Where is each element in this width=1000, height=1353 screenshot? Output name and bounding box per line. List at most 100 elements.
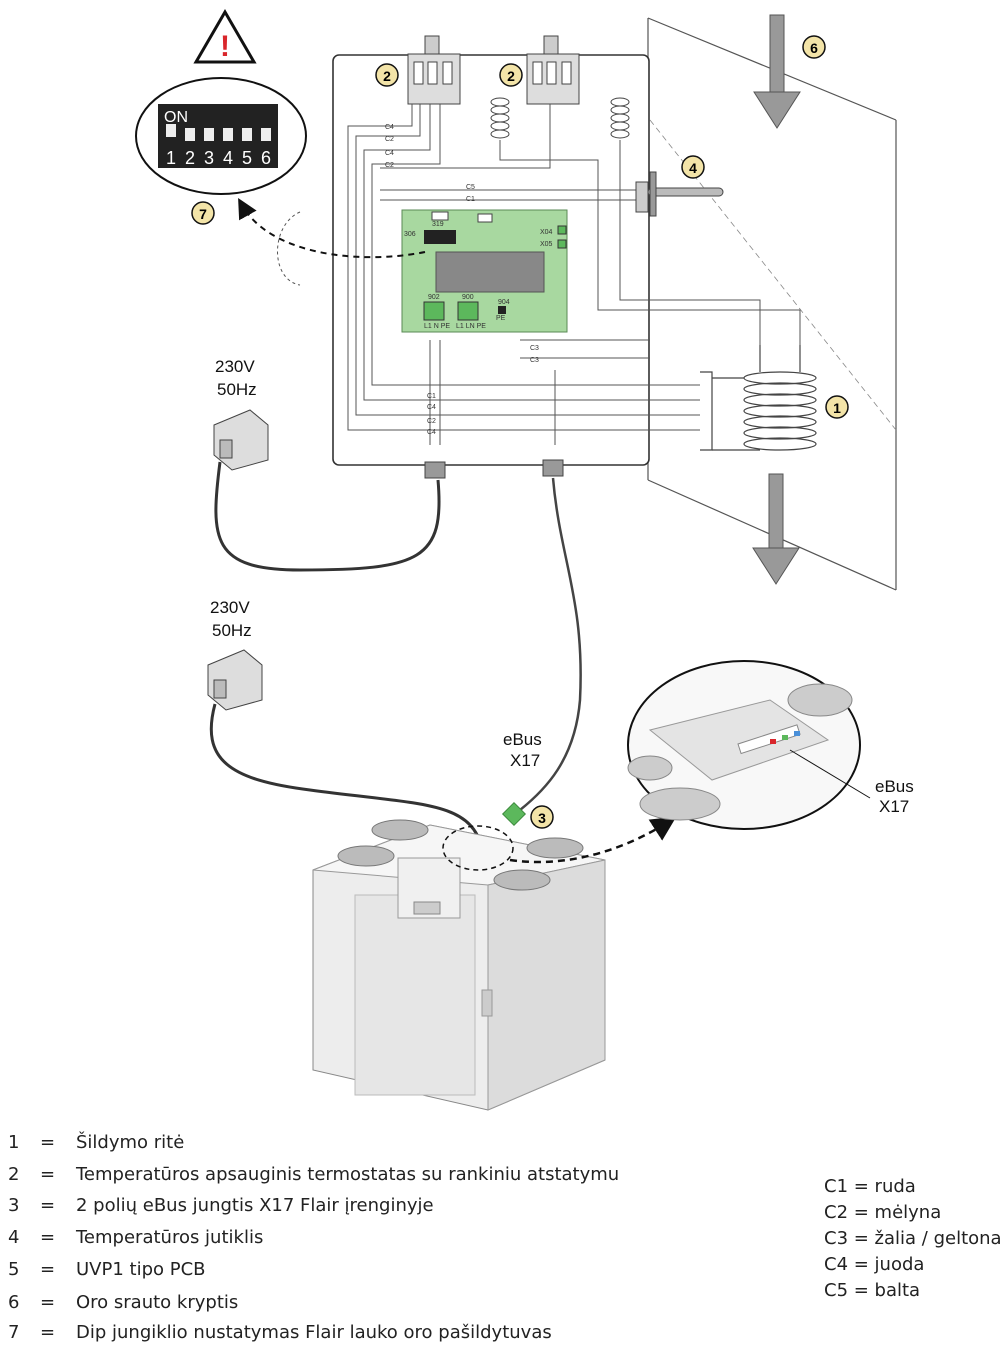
legend-equals: = [40,1195,56,1216]
ebus-zoom [627,660,871,830]
ebus-port-label: X17 [510,751,540,770]
legend-equals: = [40,1292,56,1313]
callout-thermostat: 2 [499,63,523,87]
svg-text:2: 2 [383,68,391,84]
ebus-highlight-circle [442,825,514,871]
legend-text: Temperatūros apsauginis termostatas su r… [76,1164,620,1185]
pcb-label: X05 [540,241,553,248]
callout-airflow: 6 [802,35,826,59]
rotation-hint-arrow [277,211,301,286]
dip-number: 5 [242,148,252,168]
svg-text:!: ! [220,30,230,63]
wire-label: C4 [385,150,394,157]
svg-text:1: 1 [833,400,841,416]
legend-text: UVP1 tipo PCB [76,1259,206,1280]
ebus-label: eBus [503,730,542,749]
wire-code: C5 = balta [824,1280,921,1301]
dip-number: 6 [261,148,271,168]
internal-wiring [347,104,801,445]
capillary-spring-right [610,97,630,139]
wire-labels: C4 C2 C4 C2 C5 C1 C3 C3 C1 C4 C2 C4 [385,124,539,436]
svg-text:7: 7 [199,206,207,222]
wire-label: C3 [530,345,539,352]
pcb-label: 306 [404,231,416,238]
legend-text: 2 polių eBus jungtis X17 Flair įrenginyj… [76,1195,434,1216]
dip-number: 4 [223,148,233,168]
thermostat-left [407,35,461,105]
pcb-label: 904 [498,299,510,306]
wire-label: C2 [385,136,394,143]
dip-zoom-arrow [238,198,426,259]
pcb-board: 319 306 X04 X05 902 900 904 L1 N PE L1 L… [401,209,568,333]
wire-label: C5 [466,184,475,191]
legend-equals: = [40,1132,56,1153]
pcb-label: 902 [428,294,440,301]
ebus-zoom-port-label: X17 [879,797,909,816]
svg-text:6: 6 [810,40,818,56]
legend-equals: = [40,1164,56,1185]
wire-label: C2 [427,418,436,425]
cable-gland-right [542,459,564,477]
thermostat-right [526,35,580,105]
legend-number: 1 [8,1132,20,1153]
legend-text: Temperatūros jutiklis [76,1227,264,1248]
wire-code: C3 = žalia / geltona [824,1228,1000,1249]
pcb-terminal-label: L1 LN PE [456,323,486,330]
legend-text: Oro srauto kryptis [76,1292,239,1313]
heating-coil [700,345,817,451]
ebus-zoom-label: eBus [875,777,914,796]
legend-equals: = [40,1227,56,1248]
callout-temperature-sensor: 4 [681,155,705,179]
wire-code: C4 = juoda [824,1254,925,1275]
svg-text:2: 2 [507,68,515,84]
pcb-label: X04 [540,229,553,236]
dip-on-label: ON [164,109,188,126]
callout-heating-coil: 1 [825,395,849,419]
pcb-label: 319 [432,221,444,228]
wire-color-codes: C1 = ruda C2 = mėlyna C3 = žalia / gelto… [824,1176,1000,1306]
pcb-label: 900 [462,294,474,301]
legend-equals: = [40,1259,56,1280]
dip-switch-zoom: ON 1 2 3 4 5 6 [135,77,307,195]
power-voltage-label: 230V [215,357,255,376]
legend-number: 5 [8,1259,20,1280]
wire-label: C2 [385,162,394,169]
callout-dip-switch: 7 [191,201,215,225]
callout-ebus-connector: 3 [530,805,554,829]
power-frequency-label: 50Hz [217,380,257,399]
ebus-zoom-arrow [509,816,677,864]
legend-text: Dip jungiklio nustatymas Flair lauko oro… [76,1322,552,1343]
power-socket-top [213,409,269,471]
svg-text:3: 3 [538,810,546,826]
legend-number: 6 [8,1292,20,1313]
airflow-arrow-top [753,14,801,129]
dip-number: 2 [185,148,195,168]
legend-number: 7 [8,1322,20,1343]
wire-label: C4 [427,429,436,436]
legend-equals: = [40,1322,56,1343]
warning-icon: ! [193,9,257,64]
airflow-arrow-bottom [752,473,800,585]
wire-label: C1 [466,196,475,203]
power-cable-bottom [209,703,484,849]
cable-gland-left [424,461,446,479]
temperature-sensor [635,171,724,217]
wire-label: C1 [427,393,436,400]
wiring-diagram: C4 C2 C4 C2 C5 C1 C3 C3 C1 C4 C2 C4 319 … [135,9,914,1111]
wire-label: C3 [530,357,539,364]
wire-label: C4 [427,404,436,411]
ventilation-unit [312,819,606,1111]
wire-code: C2 = mėlyna [824,1202,942,1223]
power-cable-top [214,461,441,572]
legend-number: 4 [8,1227,20,1248]
wire-code: C1 = ruda [824,1176,916,1197]
power-voltage-label: 230V [210,598,250,617]
ebus-cable [519,477,582,811]
ebus-connector [501,801,527,827]
legend-text: Šildymo ritė [76,1132,185,1153]
legend-number: 3 [8,1195,20,1216]
pcb-terminal-label: L1 N PE [424,323,450,330]
dip-number: 3 [204,148,214,168]
dip-number: 1 [166,148,176,168]
svg-text:4: 4 [689,160,697,176]
